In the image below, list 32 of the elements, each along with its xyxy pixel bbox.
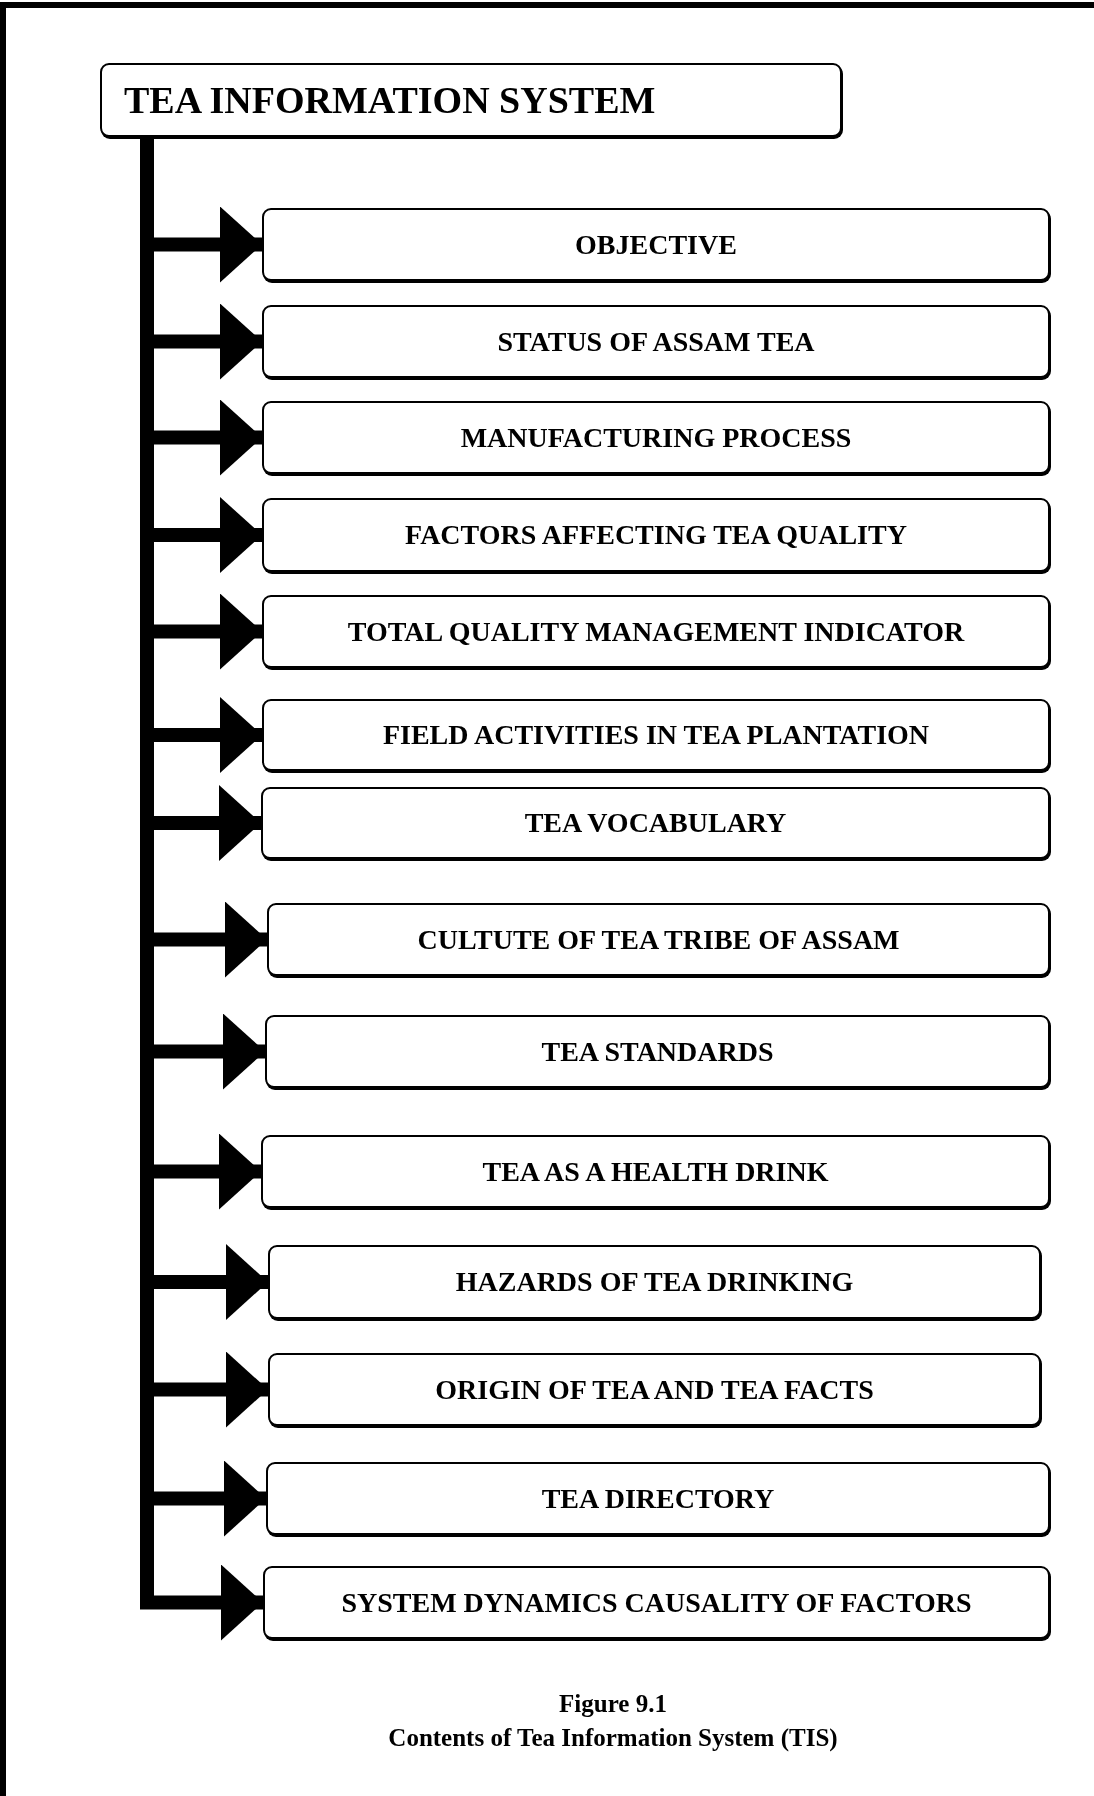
topic-label: OBJECTIVE: [575, 228, 737, 261]
topic-box: [263, 1566, 1050, 1639]
topic-box: [268, 1245, 1041, 1319]
topic-box: [267, 903, 1050, 976]
topic-label: HAZARDS OF TEA DRINKING: [455, 1266, 854, 1298]
topic-box: [265, 1015, 1050, 1088]
topic-box: [262, 208, 1050, 281]
topic-box: [262, 498, 1050, 572]
topic-label: SYSTEM DYNAMICS CAUSALITY OF FACTORS: [341, 1586, 972, 1619]
topic-box: [266, 1462, 1050, 1535]
title-text: TEA INFORMATION SYSTEM: [124, 78, 656, 122]
topic-label: TEA AS A HEALTH DRINK: [482, 1155, 829, 1188]
title-box: [100, 63, 842, 137]
topic-label: TEA STANDARDS: [541, 1035, 774, 1068]
figure-caption: Contents of Tea Information System (TIS): [387, 1724, 839, 1752]
topic-box: [262, 595, 1050, 668]
topic-box: [261, 787, 1050, 859]
topic-box: [262, 699, 1050, 771]
figure-number: Figure 9.1: [558, 1690, 668, 1718]
topic-label: CULTUTE OF TEA TRIBE OF ASSAM: [417, 923, 900, 956]
topic-label: FIELD ACTIVITIES IN TEA PLANTATION: [382, 719, 930, 751]
topic-label: STATUS OF ASSAM TEA: [497, 325, 815, 358]
topic-box: [262, 305, 1050, 378]
topic-label: TEA DIRECTORY: [541, 1482, 775, 1515]
topic-label: ORIGIN OF TEA AND TEA FACTS: [435, 1373, 874, 1406]
topic-label: TEA VOCABULARY: [524, 807, 787, 839]
topic-label: MANUFACTURING PROCESS: [460, 421, 852, 454]
topic-box: [268, 1353, 1041, 1426]
topic-label: TOTAL QUALITY MANAGEMENT INDICATOR: [347, 615, 965, 648]
topic-box: [262, 401, 1050, 474]
topic-label: FACTORS AFFECTING TEA QUALITY: [405, 519, 907, 551]
topic-box: [261, 1135, 1050, 1208]
